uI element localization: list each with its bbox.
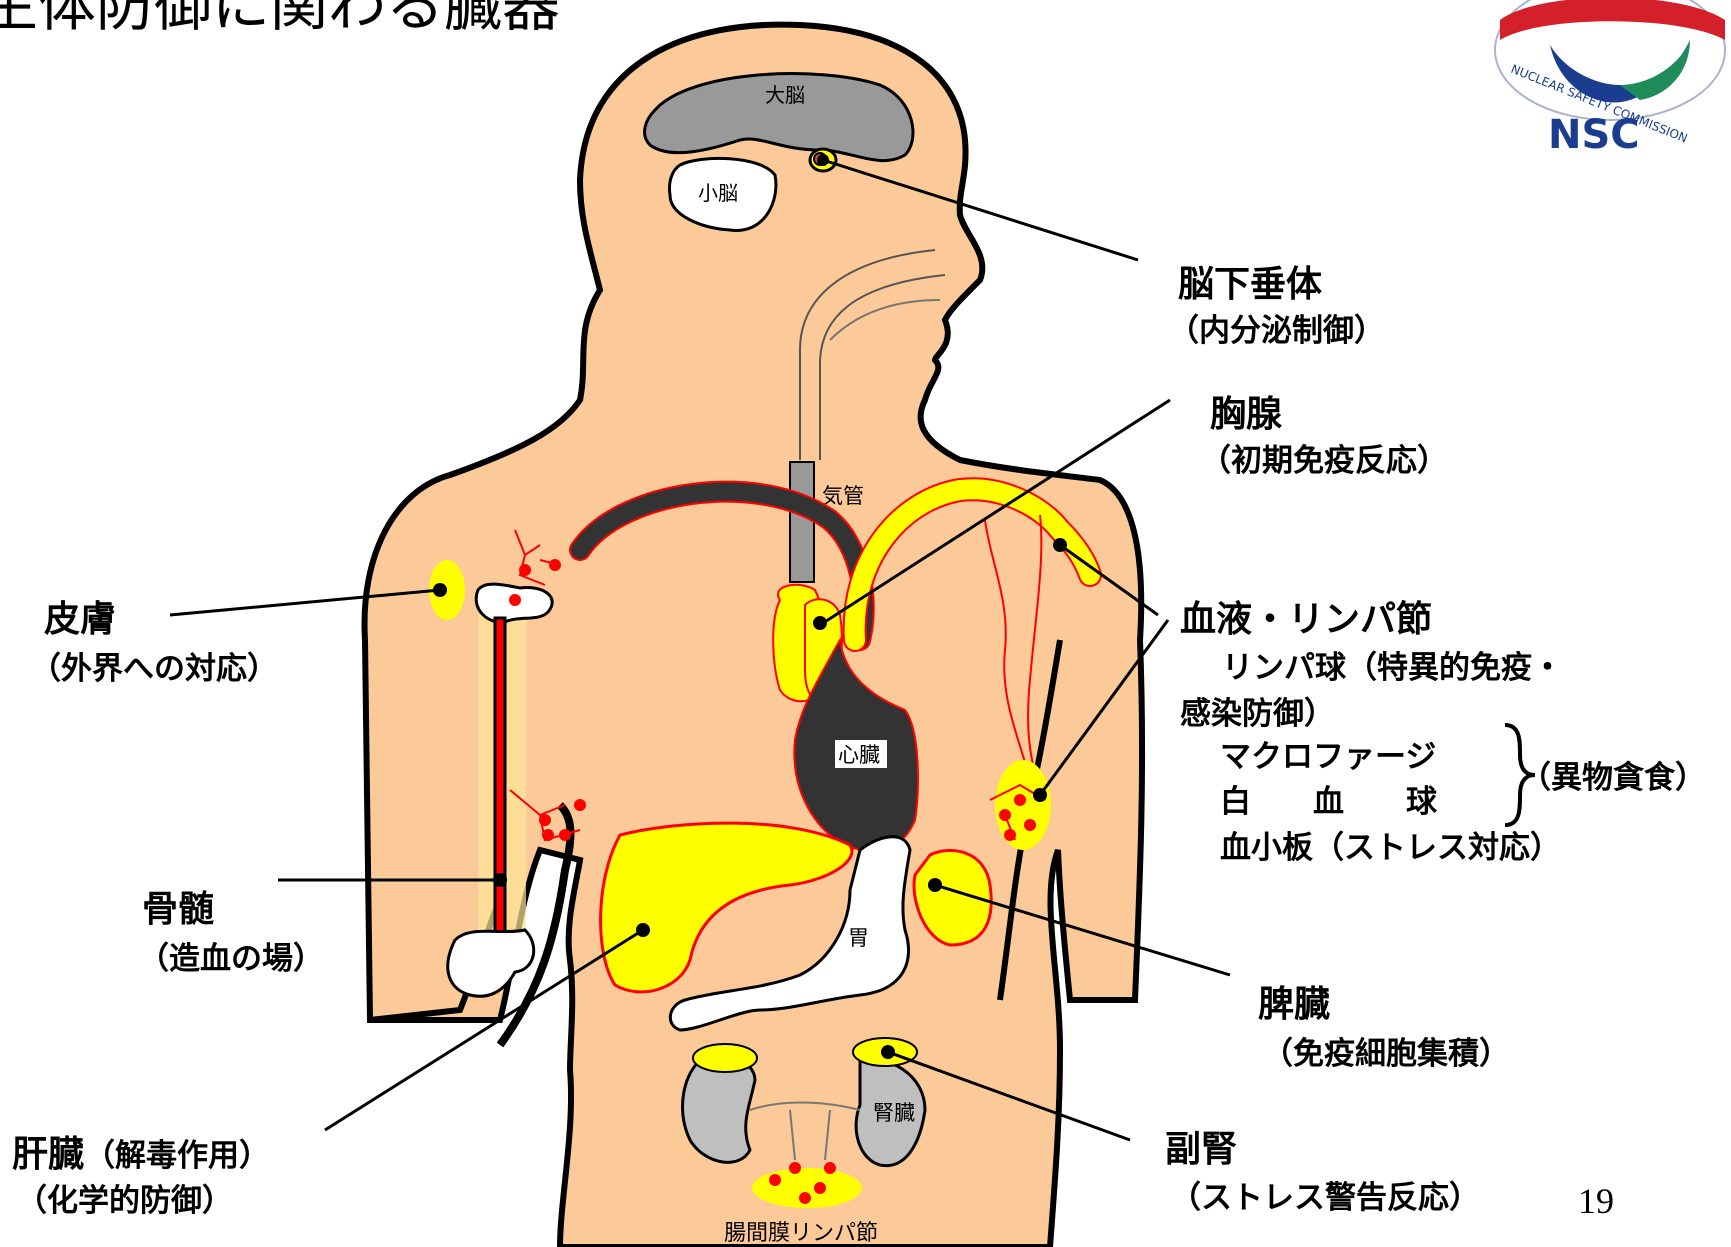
cerebellum-label: 小脳: [698, 181, 738, 205]
stomach-label: 胃: [848, 926, 869, 950]
cerebrum-label: 大脳: [765, 83, 805, 107]
callout-skin-title: 皮膚: [44, 590, 116, 642]
callout-blood-line5: 血小板（ストレス対応）: [1220, 822, 1561, 867]
callout-pituitary-title: 脳下垂体: [1178, 255, 1322, 307]
page-number: 19: [1578, 1180, 1614, 1222]
callout-spleen-title: 脾臓: [1258, 975, 1330, 1027]
kidney-label: 腎臓: [873, 1101, 915, 1125]
mesenteric-ln-label: 腸間膜リンパ節: [724, 1221, 878, 1246]
callout-thymus-sub: （初期免疫反応）: [1200, 435, 1448, 480]
trachea: [790, 462, 814, 582]
callout-blood-line4: 白 血 球: [1220, 776, 1437, 821]
callout-liver-sub: （化学的防御）: [16, 1175, 233, 1220]
callout-spleen-sub: （免疫細胞集積）: [1262, 1028, 1510, 1073]
adrenal-left: [693, 1044, 757, 1072]
callout-blood-line2: 感染防御）: [1180, 688, 1335, 733]
callout-liver-title: 肝臓（解毒作用）: [12, 1125, 270, 1177]
heart-label: 心臓: [838, 743, 880, 767]
callout-liver-title-suffix: （解毒作用）: [84, 1138, 270, 1174]
callout-bone-marrow-sub: （造血の場）: [138, 933, 324, 978]
elbow: [448, 930, 534, 996]
callout-pituitary-sub: （内分泌制御）: [1168, 305, 1385, 350]
bone-marrow: [495, 618, 505, 958]
callout-adrenal-title: 副腎: [1165, 1120, 1237, 1172]
callout-liver-title-main: 肝臓: [12, 1134, 84, 1175]
trachea-label: 気管: [822, 484, 864, 508]
callout-thymus-title: 胸腺: [1210, 385, 1282, 437]
callout-blood-line1: リンパ球（特異的免疫・: [1222, 642, 1563, 687]
callout-bone-marrow-title: 骨髄: [142, 880, 214, 932]
callout-skin-sub: （外界への対応）: [30, 643, 278, 688]
callout-adrenal-sub: （ストレス警告反応）: [1170, 1172, 1480, 1217]
callout-blood-line3: マクロファージ: [1220, 731, 1436, 776]
callout-blood-brace-note: （異物貪食）: [1520, 752, 1706, 797]
nsc-logo: NSC NUCLEAR SAFETY COMMISSION: [1495, 0, 1725, 158]
callout-blood-title: 血液・リンパ節: [1180, 590, 1432, 642]
